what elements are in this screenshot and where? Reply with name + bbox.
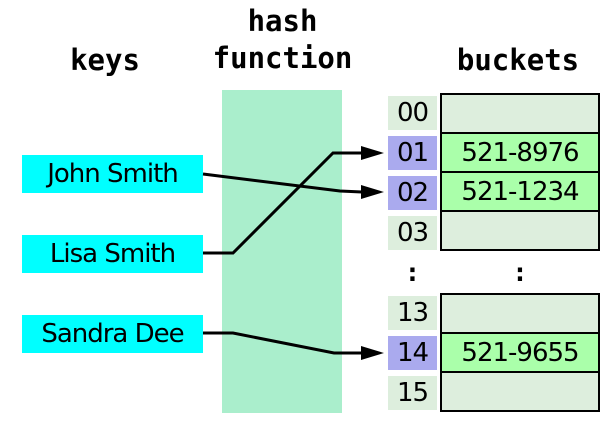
arrow-head-lisa-to-01 xyxy=(361,146,384,160)
key-box-lisa-smith: Lisa Smith xyxy=(22,235,203,273)
index-cell-15: 15 xyxy=(388,376,437,410)
bucket-row-14: 521-9655 xyxy=(442,334,598,373)
bucket-table-bottom: 521-9655 xyxy=(440,293,600,412)
arrow-head-sandra-to-14 xyxy=(361,346,384,360)
key-box-john-smith: John Smith xyxy=(22,155,203,193)
bucket-row-01: 521-8976 xyxy=(442,134,598,173)
key-box-sandra-dee: Sandra Dee xyxy=(22,315,203,353)
bucket-row-00 xyxy=(442,95,598,134)
keys-header: keys xyxy=(70,43,140,77)
hash-function-box xyxy=(222,90,342,413)
bucket-row-15 xyxy=(442,373,598,410)
index-cell-00: 00 xyxy=(388,96,437,130)
bucket-ellipsis: : xyxy=(512,258,528,288)
index-cell-03: 03 xyxy=(388,216,437,250)
bucket-row-03 xyxy=(442,212,598,249)
arrow-head-john-to-02 xyxy=(361,185,384,199)
index-cell-01: 01 xyxy=(388,136,437,170)
hash-function-header-line1: hash xyxy=(247,4,318,38)
index-cell-13: 13 xyxy=(388,296,437,330)
index-cell-02: 02 xyxy=(388,176,437,210)
index-ellipsis: : xyxy=(404,258,421,288)
index-cell-14: 14 xyxy=(388,336,437,370)
hash-function-header-line2: function xyxy=(212,41,353,75)
buckets-header: buckets xyxy=(456,43,580,77)
bucket-table-top: 521-8976 521-1234 xyxy=(440,93,600,251)
bucket-row-02: 521-1234 xyxy=(442,173,598,212)
bucket-row-13 xyxy=(442,295,598,334)
